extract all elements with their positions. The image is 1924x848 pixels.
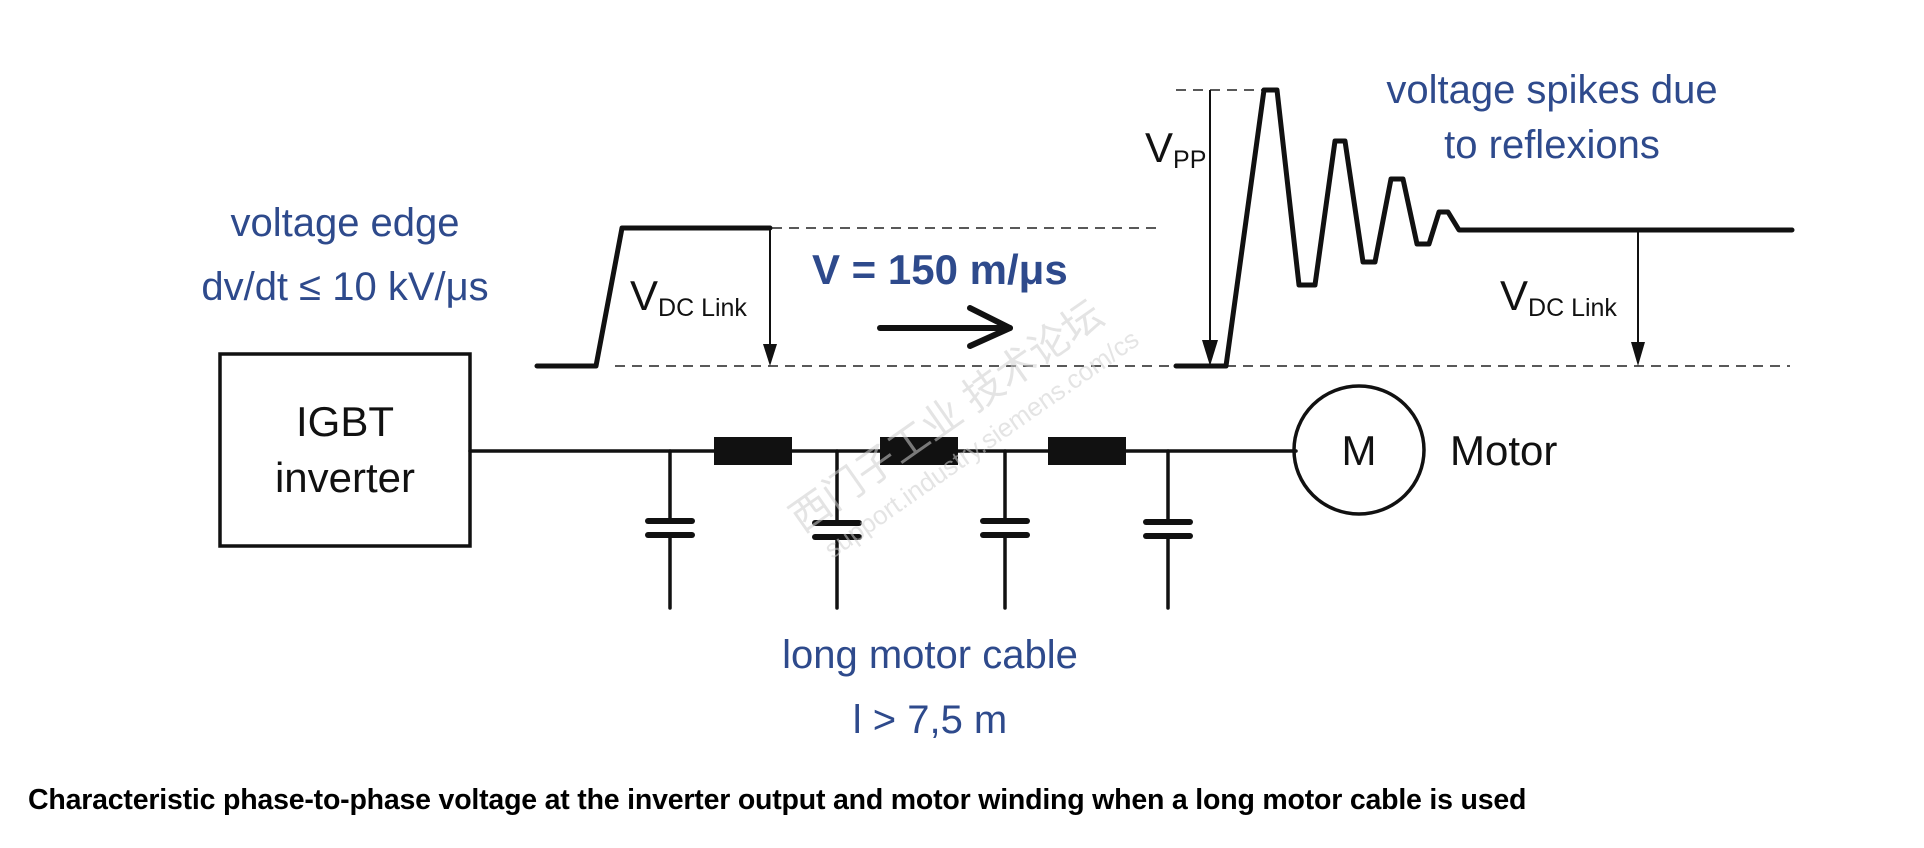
cable-annotation: long motor cable l > 7,5 m (782, 633, 1078, 742)
cable-inductor-icon (880, 437, 958, 465)
voltage-edge-annotation: voltage edge dv/dt ≤ 10 kV/μs (201, 201, 488, 309)
cable-capacitor-icon (980, 449, 1030, 610)
spikes-label-line1: voltage spikes due (1386, 68, 1717, 112)
motor-icon (1292, 384, 1426, 516)
inverter-label-line1: IGBT (296, 398, 394, 445)
inverter-label-line2: inverter (275, 454, 415, 501)
cable-capacitor-icon (812, 449, 862, 610)
vdc-link-left-arrowhead-icon (763, 344, 777, 366)
velocity-label: V = 150 m/μs (812, 246, 1068, 293)
spikes-label-line2: to reflexions (1444, 123, 1660, 167)
cable-length-label: l > 7,5 m (853, 698, 1008, 742)
cable-inductor-icon (1048, 437, 1126, 465)
cable-capacitor-icon (1143, 449, 1193, 610)
vpp-arrowhead-icon (1202, 340, 1218, 366)
dvdt-label: dv/dt ≤ 10 kV/μs (201, 265, 488, 309)
vdc-link-left-label: VDC Link (630, 272, 747, 322)
vdc-link-right-arrowhead-icon (1631, 342, 1645, 366)
cable-equivalent-circuit (468, 437, 1298, 610)
vdc-link-right-label: VDC Link (1500, 272, 1617, 322)
cable-capacitor-icon (645, 449, 695, 610)
motor-block: M Motor (1292, 384, 1557, 516)
cable-inductor-icon (714, 437, 792, 465)
cable-label-line1: long motor cable (782, 633, 1078, 677)
vpp-label: VPP (1145, 124, 1206, 174)
inverter-box (218, 352, 472, 548)
motor-label: Motor (1450, 427, 1557, 474)
reflection-spikes-line (1173, 87, 1795, 369)
motor-terminal-waveform: VPP VDC Link (1145, 87, 1795, 369)
motor-symbol-label: M (1342, 427, 1377, 474)
inverter-output-waveform: VDC Link (534, 225, 1178, 369)
igbt-inverter-block: IGBT inverter (218, 352, 472, 548)
voltage-edge-label: voltage edge (230, 201, 459, 245)
propagation-velocity-annotation: V = 150 m/μs (812, 246, 1068, 349)
figure-caption: Characteristic phase-to-phase voltage at… (28, 784, 1527, 816)
voltage-spikes-annotation: voltage spikes due to reflexions (1386, 68, 1717, 167)
edge-waveform-line (534, 225, 773, 369)
direction-arrow-icon (967, 305, 1013, 349)
